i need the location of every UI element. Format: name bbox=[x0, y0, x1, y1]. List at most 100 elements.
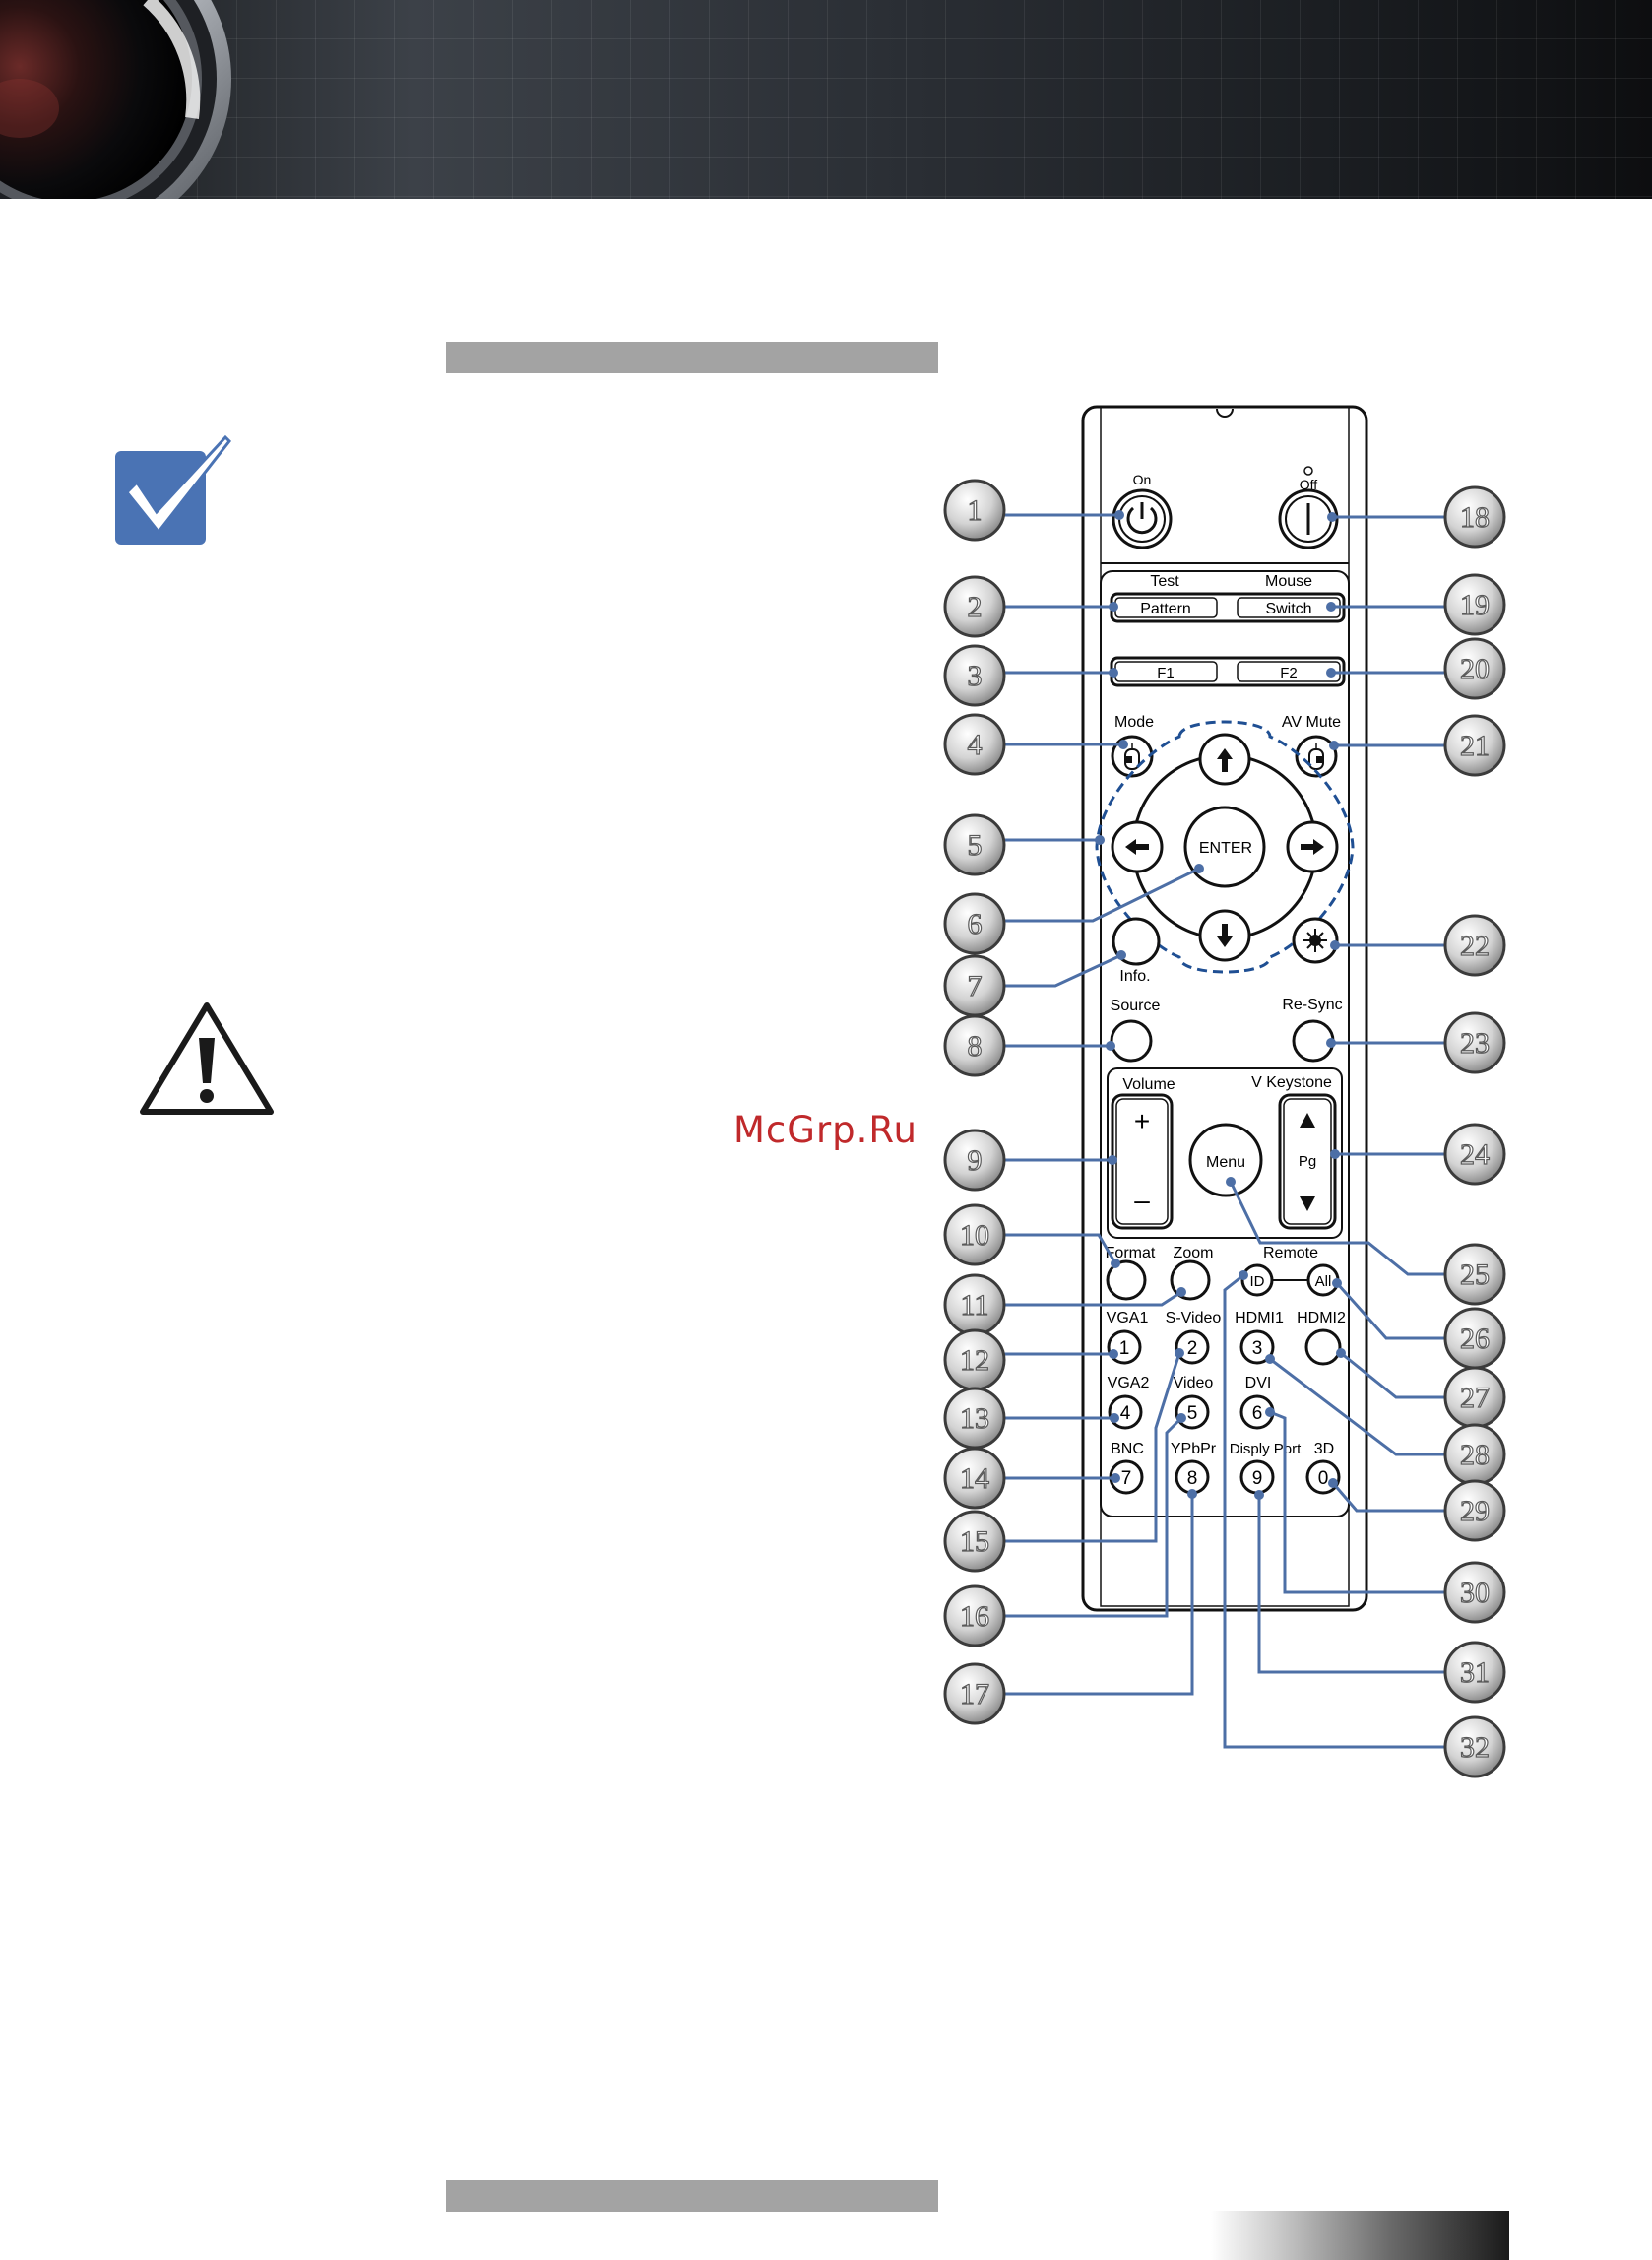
laser-button[interactable] bbox=[1292, 917, 1339, 964]
volume-plus: + bbox=[1134, 1106, 1150, 1136]
source-label: Source bbox=[1111, 998, 1161, 1014]
left-button[interactable] bbox=[1111, 820, 1164, 873]
callout-bubble: 15 bbox=[943, 1510, 1006, 1573]
f2-button[interactable]: F2 bbox=[1237, 661, 1341, 682]
menu-button[interactable]: Menu bbox=[1188, 1123, 1263, 1197]
menu-label: Menu bbox=[1206, 1154, 1245, 1171]
lens-icon bbox=[0, 0, 231, 199]
callout-anchor-dot bbox=[1194, 864, 1204, 873]
callout-number: 32 bbox=[1460, 1731, 1490, 1764]
callout-number: 2 bbox=[968, 591, 983, 623]
key-7-label: 7 bbox=[1121, 1468, 1132, 1489]
callout-anchor-dot bbox=[1328, 1478, 1338, 1488]
mode-label: Mode bbox=[1114, 714, 1154, 731]
callout-bubble: 30 bbox=[1443, 1561, 1506, 1624]
callout-bubble: 1 bbox=[943, 479, 1006, 542]
arrow-left-icon bbox=[1125, 839, 1149, 855]
down-button[interactable] bbox=[1198, 909, 1251, 962]
footer-bar bbox=[446, 2180, 938, 2212]
callout-anchor-dot bbox=[1108, 1155, 1117, 1165]
callout-anchor-dot bbox=[1226, 1177, 1236, 1187]
ypbpr-label: YPbPr bbox=[1171, 1441, 1217, 1457]
callout-anchor-dot bbox=[1327, 512, 1337, 522]
zoom-label: Zoom bbox=[1174, 1245, 1214, 1261]
hdmi2-button[interactable] bbox=[1304, 1328, 1342, 1366]
pattern-label: Pattern bbox=[1140, 601, 1191, 617]
callout-bubble: 13 bbox=[943, 1387, 1006, 1450]
key-2-label: 2 bbox=[1187, 1338, 1198, 1359]
mouse-switch-button[interactable]: Switch bbox=[1237, 597, 1341, 618]
callout-number: 25 bbox=[1460, 1259, 1490, 1291]
arrow-down-icon bbox=[1300, 1196, 1315, 1211]
callout-leader-line bbox=[1004, 1352, 1181, 1543]
key-4-label: 4 bbox=[1120, 1403, 1131, 1424]
callout-anchor-dot bbox=[1326, 668, 1336, 678]
display-port-label: Disply Port bbox=[1230, 1441, 1302, 1457]
source-button[interactable] bbox=[1110, 1019, 1153, 1063]
checkmark-note-icon bbox=[115, 434, 231, 545]
callout-anchor-dot bbox=[1330, 940, 1340, 950]
callout-number: 23 bbox=[1460, 1027, 1490, 1060]
key-3-label: 3 bbox=[1252, 1338, 1263, 1359]
callout-bubble: 4 bbox=[943, 713, 1006, 776]
callout-leader-line bbox=[1340, 1351, 1445, 1399]
vga1-label: VGA1 bbox=[1107, 1310, 1149, 1326]
off-label: Off bbox=[1300, 477, 1318, 492]
callout-leader-line bbox=[1335, 1282, 1445, 1340]
format-button[interactable] bbox=[1106, 1259, 1147, 1301]
test-pattern-button[interactable]: Pattern bbox=[1114, 597, 1218, 618]
callout-anchor-dot bbox=[1332, 1278, 1342, 1288]
f1-button[interactable]: F1 bbox=[1114, 661, 1218, 682]
callout-bubble: 25 bbox=[1443, 1243, 1506, 1306]
key-2-button[interactable]: 2 bbox=[1175, 1329, 1210, 1365]
key-9-button[interactable]: 9 bbox=[1239, 1459, 1275, 1495]
callout-anchor-dot bbox=[1111, 1473, 1120, 1483]
callout-leader-line bbox=[1257, 1495, 1445, 1674]
keystone-page-rocker[interactable]: Pg bbox=[1278, 1093, 1337, 1230]
callout-anchor-dot bbox=[1239, 1270, 1248, 1280]
key-0-button[interactable]: 0 bbox=[1305, 1459, 1341, 1495]
callout-anchor-dot bbox=[1176, 1413, 1186, 1423]
format-label: Format bbox=[1106, 1245, 1156, 1261]
right-button[interactable] bbox=[1286, 820, 1339, 873]
volume-rocker[interactable]: + – bbox=[1111, 1093, 1174, 1230]
callout-bubble: 3 bbox=[943, 644, 1006, 707]
callout-leader-line bbox=[1004, 1416, 1183, 1618]
warning-triangle-icon bbox=[140, 1002, 274, 1115]
key-5-button[interactable]: 5 bbox=[1175, 1394, 1210, 1430]
callout-number: 15 bbox=[960, 1525, 989, 1558]
callout-number: 7 bbox=[968, 970, 983, 1002]
key-8-label: 8 bbox=[1187, 1468, 1198, 1489]
av-mute-button[interactable] bbox=[1295, 735, 1338, 778]
callout-bubble: 27 bbox=[1443, 1366, 1506, 1429]
remote-label: Remote bbox=[1263, 1245, 1318, 1261]
power-on-button[interactable] bbox=[1112, 488, 1173, 549]
callout-bubble: 8 bbox=[943, 1014, 1006, 1077]
remote-id-button[interactable]: ID bbox=[1240, 1263, 1274, 1297]
callout-bubble: 32 bbox=[1443, 1715, 1506, 1778]
callout-number: 29 bbox=[1460, 1495, 1490, 1527]
callout-anchor-dot bbox=[1265, 1407, 1275, 1417]
power-off-button[interactable] bbox=[1278, 488, 1339, 549]
callout-bubble: 16 bbox=[943, 1584, 1006, 1647]
callout-number: 20 bbox=[1460, 653, 1490, 685]
up-button[interactable] bbox=[1198, 733, 1251, 786]
3d-label: 3D bbox=[1314, 1441, 1334, 1457]
callout-anchor-dot bbox=[1187, 1489, 1197, 1499]
callout-bubble: 29 bbox=[1443, 1479, 1506, 1542]
callout-bubble: 26 bbox=[1443, 1307, 1506, 1370]
callout-bubble: 7 bbox=[943, 954, 1006, 1017]
hdmi1-label: HDMI1 bbox=[1235, 1310, 1284, 1326]
key-4-button[interactable]: 4 bbox=[1108, 1394, 1143, 1430]
callout-bubble: 10 bbox=[943, 1203, 1006, 1266]
video-label: Video bbox=[1174, 1375, 1214, 1391]
key-3-button[interactable]: 3 bbox=[1239, 1329, 1275, 1365]
arrow-up-icon bbox=[1217, 748, 1233, 772]
mode-button[interactable] bbox=[1111, 735, 1154, 778]
enter-label: ENTER bbox=[1199, 840, 1252, 857]
key-8-button[interactable]: 8 bbox=[1175, 1459, 1210, 1495]
enter-button[interactable]: ENTER bbox=[1183, 806, 1266, 888]
callout-number: 27 bbox=[1460, 1382, 1490, 1414]
arrow-right-icon bbox=[1301, 839, 1324, 855]
callout-bubble: 21 bbox=[1443, 714, 1506, 777]
